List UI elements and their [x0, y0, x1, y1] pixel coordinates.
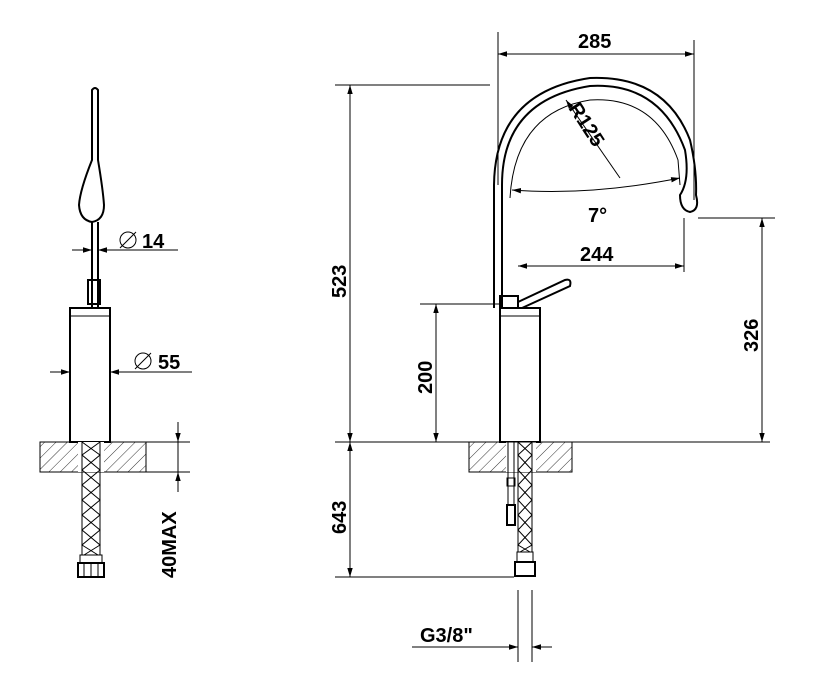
dim-dia-55: 55: [158, 352, 180, 374]
dim-244: 244: [580, 244, 614, 266]
dim-643: 643: [329, 501, 351, 534]
dim-40max: 40MAX: [159, 511, 181, 578]
dim-200: 200: [415, 361, 437, 394]
dim-326: 326: [741, 319, 763, 352]
side-hose: [506, 441, 536, 577]
front-view: 14 55 40MAX: [39, 87, 192, 578]
dim-angle: 7°: [588, 205, 607, 227]
front-joint: [87, 279, 101, 305]
side-view: 285 R125 7° 244 523 200 326 643 G3/8": [329, 31, 775, 662]
side-lever: [517, 278, 572, 309]
front-body: [69, 307, 111, 443]
front-hose: [77, 441, 105, 578]
front-lever: [77, 87, 106, 224]
dim-dia-14: 14: [142, 231, 165, 253]
dim-523: 523: [329, 265, 351, 298]
dim-285: 285: [578, 31, 611, 53]
side-body: [499, 307, 541, 443]
spout: [493, 76, 699, 308]
dim-thread: G3/8": [420, 625, 473, 647]
dim-r125: R125: [564, 99, 608, 151]
